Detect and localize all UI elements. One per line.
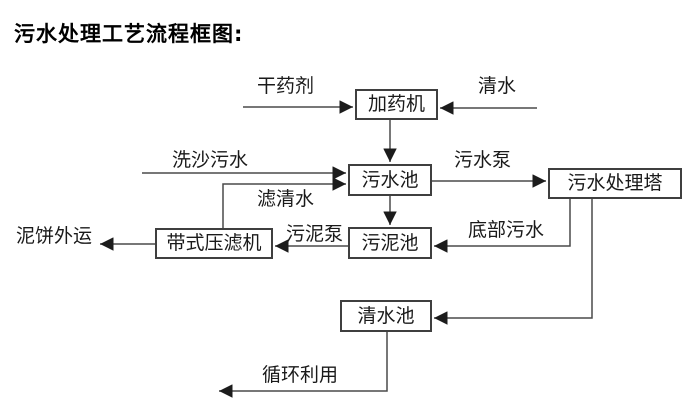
- flow-label-mud-cake-transport: 泥饼外运: [16, 225, 93, 247]
- flow-label-dry-agent: 干药剂: [257, 75, 315, 97]
- node-sewage-pool: 污水池: [348, 164, 432, 196]
- node-sludge-pool: 污泥池: [348, 227, 432, 259]
- flow-label-clear-water: 清水: [478, 75, 517, 97]
- flow-label-sludge-pump: 污泥泵: [286, 223, 344, 245]
- flow-label-recycling: 循环利用: [262, 364, 339, 386]
- node-belt-filter-press: 带式压滤机: [155, 228, 273, 259]
- edge-filtered-water-to-sewage-pool: [222, 177, 346, 228]
- node-sewage-treatment-tower: 污水处理塔: [548, 168, 682, 199]
- flow-label-bottom-sewage: 底部污水: [468, 219, 545, 241]
- page-title: 污水处理工艺流程框图:: [14, 22, 244, 46]
- flow-label-filtered-water: 滤清水: [257, 188, 315, 210]
- edge-bottom-sewage-to-sludge-pool: [434, 198, 571, 253]
- flow-label-sand-washing-sewage: 洗沙污水: [172, 149, 249, 171]
- node-clear-water-pool: 清水池: [340, 300, 432, 332]
- flow-label-sewage-pump: 污水泵: [454, 149, 512, 171]
- node-dosing-machine: 加药机: [355, 89, 438, 120]
- edge-treatment-tower-to-clear-pool: [434, 198, 593, 325]
- edge-clear-pool-to-recycling: [219, 332, 388, 398]
